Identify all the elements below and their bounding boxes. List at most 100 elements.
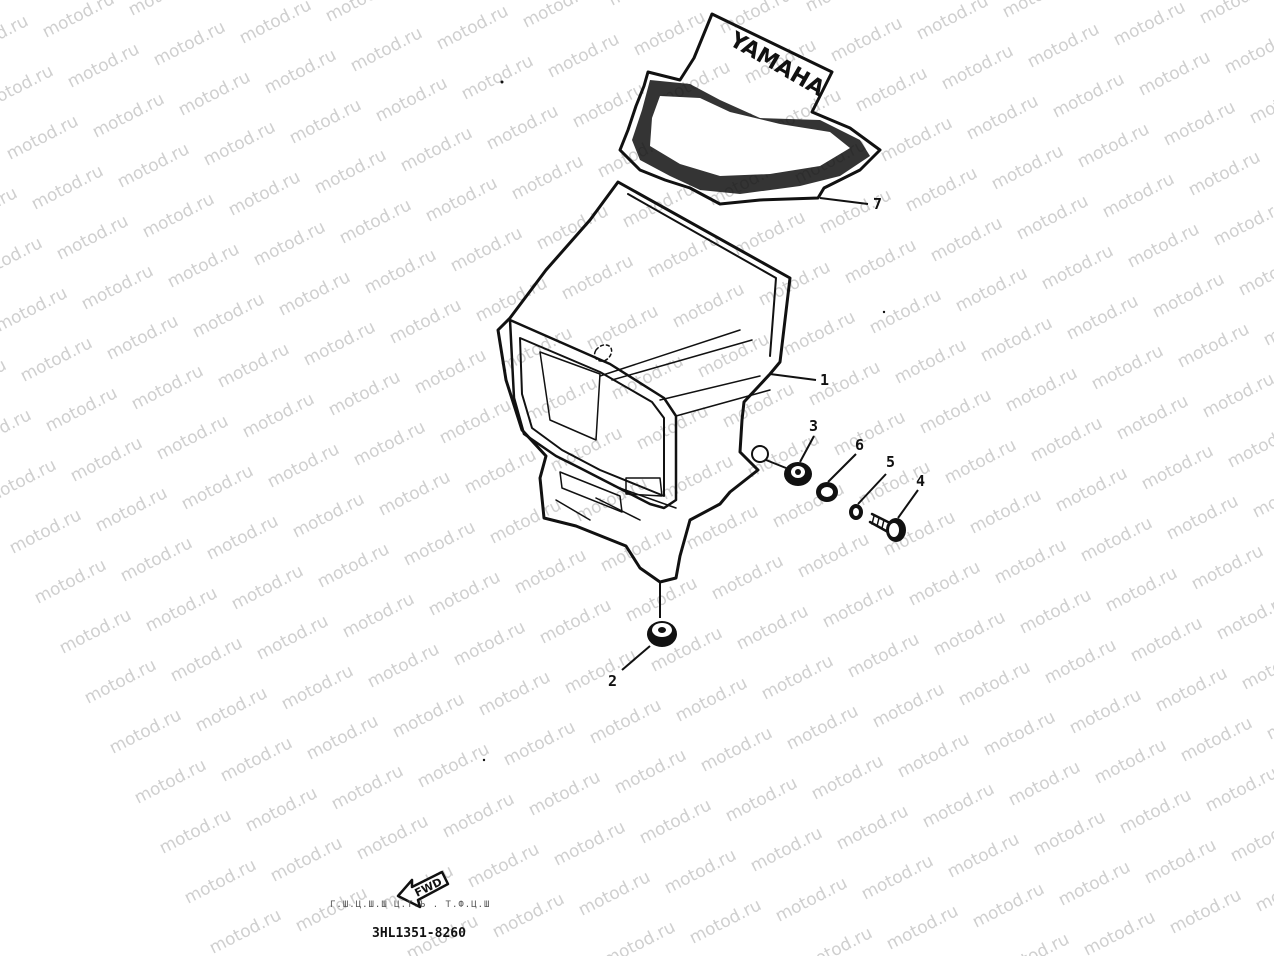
watermark-text: motod.ru <box>852 63 931 116</box>
leader-line-3 <box>799 435 815 463</box>
watermark-text: motod.ru <box>1224 419 1274 472</box>
grommet-part-3 <box>784 462 812 486</box>
watermark-text: motod.ru <box>214 339 293 392</box>
watermark-text: motod.ru <box>508 151 587 204</box>
watermark-text: motod.ru <box>64 39 143 92</box>
callout-6: 6 <box>855 436 864 454</box>
watermark-text: motod.ru <box>522 373 601 426</box>
watermark-text: motod.ru <box>17 333 96 386</box>
watermark-text: motod.ru <box>461 445 540 498</box>
watermark-text: motod.ru <box>511 545 590 598</box>
grommet-part-2 <box>647 621 677 647</box>
watermark-text: motod.ru <box>200 117 279 170</box>
watermark-text: motod.ru <box>1235 247 1274 300</box>
watermark-text: motod.ru <box>716 0 795 38</box>
watermark-text: motod.ru <box>300 317 379 370</box>
watermark-text: motod.ru <box>286 95 365 148</box>
watermark-text: motod.ru <box>500 717 579 770</box>
watermark-text: motod.ru <box>350 417 429 470</box>
watermark-text: motod.ru <box>486 495 565 548</box>
watermark-text: motod.ru <box>1024 19 1103 72</box>
watermark-text: motod.ru <box>6 505 85 558</box>
watermark-text: motod.ru <box>1196 0 1274 28</box>
watermark-text: motod.ru <box>314 539 393 592</box>
watermark-text: motod.ru <box>275 267 354 320</box>
watermark-text: motod.ru <box>1185 147 1264 200</box>
watermark-text: motod.ru <box>830 407 909 460</box>
watermark-text: motod.ru <box>1116 785 1195 838</box>
watermark-text: motod.ru <box>267 833 346 886</box>
watermark-text: motod.ru <box>400 517 479 570</box>
watermark-text: motod.ru <box>952 263 1031 316</box>
watermark-text: motod.ru <box>991 535 1070 588</box>
watermark-text: motod.ru <box>0 183 21 236</box>
watermark-text: motod.ru <box>450 617 529 670</box>
watermark-text: motod.ru <box>927 213 1006 266</box>
watermark-text: motod.ru <box>600 917 679 956</box>
watermark-text: motod.ru <box>966 485 1045 538</box>
callout-2: 2 <box>608 672 617 690</box>
watermark-text: motod.ru <box>1252 863 1274 916</box>
watermark-text: motod.ru <box>250 217 329 270</box>
watermark-text: motod.ru <box>89 89 168 142</box>
watermark-text: motod.ru <box>1074 119 1153 172</box>
watermark-text: motod.ru <box>833 801 912 854</box>
watermark-text: motod.ru <box>192 683 271 736</box>
watermark-text: motod.ru <box>1238 641 1274 694</box>
watermark-text: motod.ru <box>436 395 515 448</box>
watermark-text: motod.ru <box>117 533 196 586</box>
watermark-text: motod.ru <box>336 195 415 248</box>
diagram-code: 3HL1351-8260 <box>372 926 466 941</box>
watermark-text: motod.ru <box>575 867 654 920</box>
leader-lines <box>621 197 919 671</box>
watermark-text: motod.ru <box>1088 341 1167 394</box>
watermark-text: motod.ru <box>550 817 629 870</box>
watermark-text: motod.ru <box>458 51 537 104</box>
watermark-text: motod.ru <box>1202 763 1274 816</box>
watermark-text: motod.ru <box>1149 269 1228 322</box>
watermark-text: motod.ru <box>0 283 71 336</box>
watermark-text: motod.ru <box>686 895 765 948</box>
callout-5: 5 <box>886 453 895 471</box>
watermark-text: motod.ru <box>303 711 382 764</box>
watermark-text: motod.ru <box>1063 291 1142 344</box>
watermark-text: motod.ru <box>877 113 956 166</box>
callouts: 7 1 3 6 5 4 2 <box>608 195 925 690</box>
watermark-text: motod.ru <box>1052 463 1131 516</box>
watermark-text: motod.ru <box>178 461 257 514</box>
watermark-text: motod.ru <box>1113 391 1192 444</box>
watermark-text: motod.ru <box>916 385 995 438</box>
watermark-text: motod.ru <box>802 0 881 16</box>
watermark-text: motod.ru <box>92 483 171 536</box>
watermark-text: motod.ru <box>0 405 35 458</box>
watermark-text: motod.ru <box>583 301 662 354</box>
callout-7: 7 <box>873 195 882 213</box>
watermark-text: motod.ru <box>805 357 884 410</box>
watermark-text: motod.ru <box>1013 191 1092 244</box>
watermark-text: motod.ru <box>1263 691 1274 744</box>
watermark-text: motod.ru <box>586 695 665 748</box>
watermark-text: motod.ru <box>913 0 992 44</box>
watermark-text: motod.ru <box>106 705 185 758</box>
watermark-text: motod.ru <box>339 589 418 642</box>
watermark-text: motod.ru <box>39 0 118 42</box>
watermark-text: motod.ru <box>1077 513 1156 566</box>
watermark-text: motod.ru <box>239 389 318 442</box>
watermark-text: motod.ru <box>1099 169 1178 222</box>
watermark-text: motod.ru <box>1163 491 1242 544</box>
watermark-text: motod.ru <box>919 779 998 832</box>
watermark-text: motod.ru <box>447 223 526 276</box>
watermark-text: motod.ru <box>1260 297 1274 350</box>
watermark-text: motod.ru <box>733 601 812 654</box>
watermark-text: motod.ru <box>669 279 748 332</box>
watermark-text: motod.ru <box>816 185 895 238</box>
watermark-text: motod.ru <box>902 163 981 216</box>
watermark-text: motod.ru <box>31 555 110 608</box>
watermark-text: motod.ru <box>930 607 1009 660</box>
watermark-text: motod.ru <box>42 383 121 436</box>
watermark-text: motod.ru <box>361 245 440 298</box>
watermark-text: motod.ru <box>142 583 221 636</box>
leader-line-6 <box>827 453 857 483</box>
watermark-text: motod.ru <box>1005 757 1084 810</box>
washer-part-5 <box>849 504 863 520</box>
